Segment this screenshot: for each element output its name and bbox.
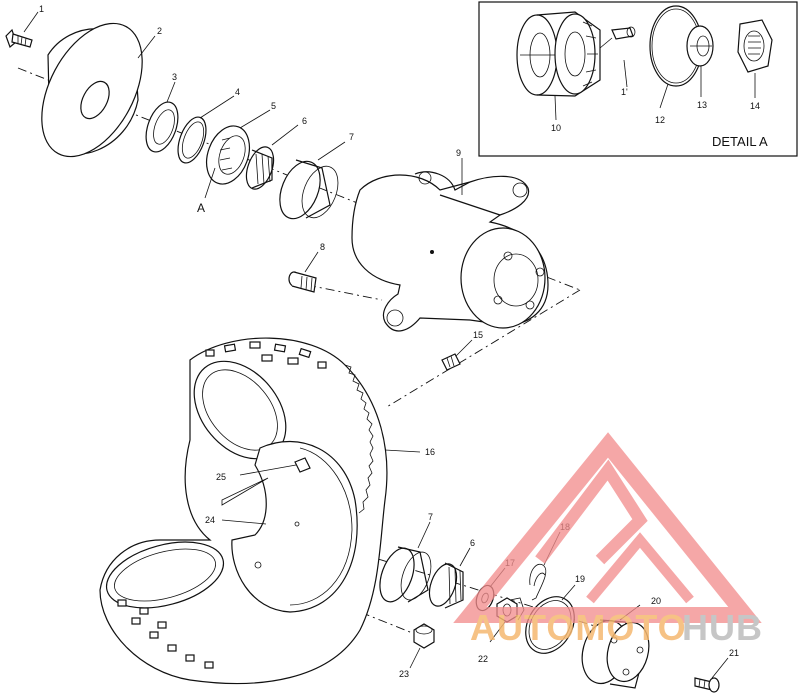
callout-16: 16 [425, 447, 435, 457]
callout-19: 19 [575, 574, 585, 584]
knuckle-housing-part-9 [351, 158, 549, 332]
callout-15: 15 [473, 330, 483, 340]
tire-part-16 [99, 337, 421, 685]
callout-7-lower: 7 [428, 512, 433, 522]
detail-hub-part-10 [516, 11, 601, 97]
callout-23: 23 [399, 669, 409, 679]
watermark-logo: AUTOMOTO HUB [453, 432, 763, 648]
race-part-7-lower [379, 521, 432, 603]
ring-part-4 [177, 95, 235, 164]
callout-8: 8 [320, 242, 325, 252]
callout-20: 20 [651, 596, 661, 606]
detail-nut-part-14 [737, 19, 773, 73]
detail-a-title: DETAIL A [712, 134, 768, 149]
callout-21: 21 [729, 648, 739, 658]
bolt-part-1 [5, 11, 39, 49]
race-part-7-upper [279, 141, 346, 220]
bearing-part-5 [205, 109, 271, 185]
watermark-text-hub: HUB [682, 607, 763, 648]
detail-reference-letter: A [197, 201, 205, 215]
detail-a-box: 10 1' 12 13 14 DETAIL A [478, 1, 798, 157]
detail-stud-part-1prime [599, 26, 636, 49]
callout-4: 4 [235, 87, 240, 97]
callout-14: 14 [750, 101, 760, 111]
callout-3: 3 [172, 72, 177, 82]
callout-24: 24 [205, 515, 215, 525]
screw-part-21 [694, 657, 729, 693]
callout-9: 9 [456, 148, 461, 158]
callout-7: 7 [349, 132, 354, 142]
axis-line-bolt-8 [306, 284, 383, 301]
seal-part-3 [145, 81, 179, 153]
callout-5: 5 [271, 101, 276, 111]
tapered-bearing-part-6-lower [428, 547, 471, 609]
tire-tread-blocks [117, 341, 327, 669]
callout-13: 13 [697, 100, 707, 110]
callout-25: 25 [216, 472, 226, 482]
detail-cone-part-13 [686, 25, 714, 67]
callout-6: 6 [302, 116, 307, 126]
tapered-bearing-part-6-upper [245, 124, 299, 190]
rim-part-24 [221, 440, 358, 613]
callout-10: 10 [551, 123, 561, 133]
callout-12: 12 [655, 115, 665, 125]
brake-disc-part-2 [41, 22, 156, 158]
valve-stem-part-25 [239, 457, 311, 476]
callout-6-lower: 6 [470, 538, 475, 548]
watermark-text-automoto: AUTOMOTO [470, 607, 687, 648]
bolt-part-8 [288, 251, 319, 293]
callout-2: 2 [157, 26, 162, 36]
lug-nut-part-23 [409, 623, 435, 669]
screw-part-15 [441, 339, 473, 371]
callout-1: 1 [39, 4, 44, 14]
callout-1prime: 1' [621, 87, 628, 97]
cap-part-20 [581, 604, 650, 689]
callout-22: 22 [478, 654, 488, 664]
